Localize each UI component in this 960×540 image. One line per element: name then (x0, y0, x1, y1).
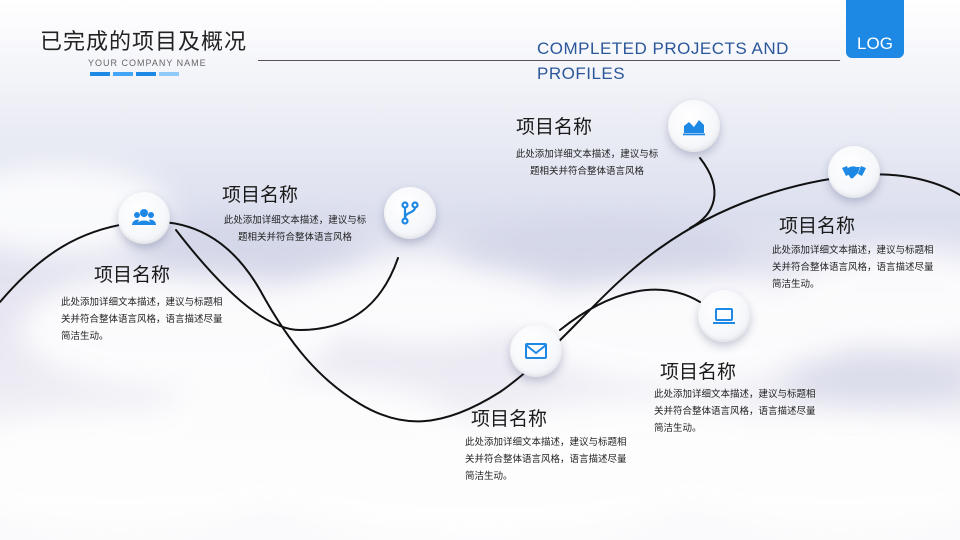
node-handshake[interactable] (828, 146, 880, 198)
logo: LOG (846, 0, 904, 58)
item-title-5: 项目名称 (660, 361, 737, 383)
mail-icon (525, 343, 547, 359)
node-mail[interactable] (510, 325, 562, 377)
branch-icon (401, 201, 419, 225)
item-desc-2: 此处添加详细文本描述，建议与标题相关并符合整体语言风格 (223, 215, 367, 243)
users-icon (132, 209, 156, 225)
english-title: COMPLETED PROJECTS AND PROFILES (537, 39, 789, 83)
item-desc-4: 此处添加详细文本描述，建议与标题相关并符合整体语言风格 (515, 149, 659, 177)
item-desc-1: 此处添加详细文本描述，建议与标题相关并符合整体语言风格，语言描述尽量简洁生动。 (61, 297, 223, 342)
item-title-1: 项目名称 (94, 264, 171, 286)
item-desc-6: 此处添加详细文本描述，建议与标题相关并符合整体语言风格，语言描述尽量简洁生动。 (772, 245, 934, 290)
laptop-icon (713, 308, 735, 324)
area-chart-icon (683, 120, 705, 136)
node-laptop[interactable] (698, 290, 750, 342)
node-chart[interactable] (668, 100, 720, 152)
item-desc-5: 此处添加详细文本描述，建议与标题相关并符合整体语言风格，语言描述尽量简洁生动。 (654, 389, 816, 434)
handshake-icon (842, 166, 866, 179)
header-accent-bars (90, 72, 179, 76)
header-divider (258, 60, 840, 61)
page-title: 已完成的项目及概况 (40, 30, 248, 55)
item-title-3: 项目名称 (471, 408, 548, 430)
item-title-2: 项目名称 (222, 184, 299, 206)
item-title-6: 项目名称 (779, 215, 856, 237)
company-name: YOUR COMPANY NAME (88, 58, 207, 68)
item-title-4: 项目名称 (516, 116, 593, 138)
item-desc-3: 此处添加详细文本描述，建议与标题相关并符合整体语言风格，语言描述尽量简洁生动。 (465, 437, 627, 482)
node-users[interactable] (118, 192, 170, 244)
node-branch[interactable] (384, 187, 436, 239)
